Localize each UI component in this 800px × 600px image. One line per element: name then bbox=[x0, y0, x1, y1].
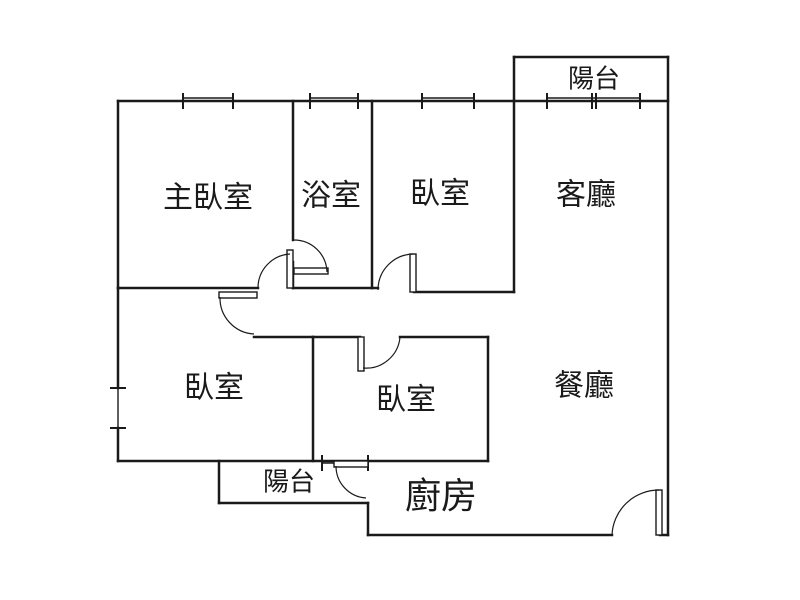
door-bedroom-top bbox=[377, 253, 417, 293]
door-bedroom-left bbox=[218, 291, 258, 335]
windows bbox=[110, 93, 641, 471]
walls bbox=[116, 55, 670, 537]
doors bbox=[218, 239, 663, 536]
room-labels: 陽台 主臥室 浴室 臥室 客廳 臥室 臥室 餐廳 陽台 廚房 bbox=[163, 65, 620, 518]
door-bathroom bbox=[293, 239, 329, 275]
door-entrance bbox=[611, 489, 663, 536]
room-label-master-bedroom: 主臥室 bbox=[163, 181, 253, 216]
room-label-living-room: 客廳 bbox=[556, 178, 616, 213]
room-label-bedroom-top: 臥室 bbox=[410, 177, 470, 212]
door-master bbox=[257, 249, 294, 289]
room-label-bedroom-middle: 臥室 bbox=[376, 383, 436, 418]
room-label-bedroom-left: 臥室 bbox=[184, 371, 244, 406]
room-label-dining-room: 餐廳 bbox=[554, 369, 614, 404]
room-label-balcony-top: 陽台 bbox=[568, 65, 620, 95]
room-label-bathroom: 浴室 bbox=[301, 179, 361, 214]
room-label-balcony-bottom: 陽台 bbox=[263, 468, 315, 498]
door-balcony-bottom bbox=[333, 460, 369, 499]
door-bedroom-middle bbox=[357, 336, 401, 372]
room-label-kitchen: 廚房 bbox=[405, 476, 477, 517]
